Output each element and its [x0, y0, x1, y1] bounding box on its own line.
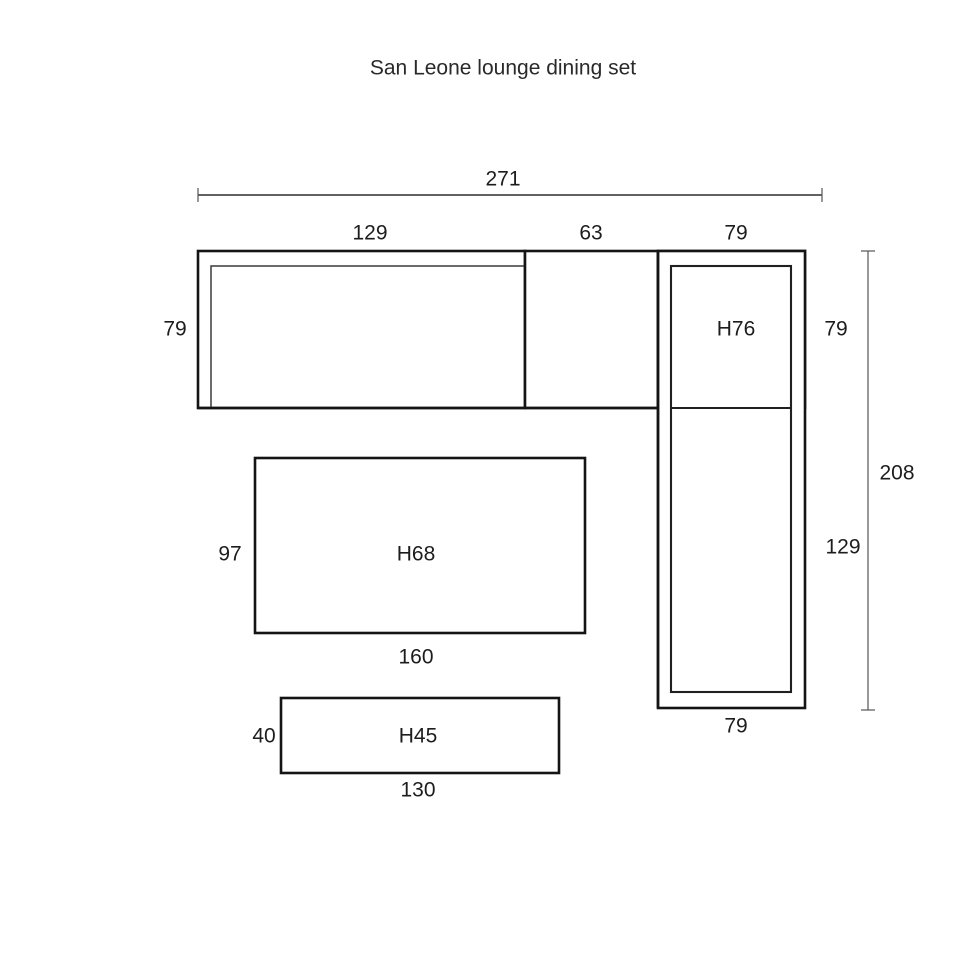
bench-fill [281, 698, 559, 773]
left-depth-dimension: 79 [163, 318, 186, 341]
page-title: San Leone lounge dining set [370, 57, 636, 80]
overall-width-label: 271 [485, 168, 520, 191]
corner-module-height-label: H76 [717, 318, 756, 341]
overall-width-dimension: 271 [197, 168, 823, 202]
right-leg-width-dimension: 79 [724, 715, 747, 738]
segment-label-corner: 79 [724, 222, 747, 245]
bench-height-label: H45 [399, 725, 438, 748]
dining-table: H68 97 160 [218, 456, 587, 669]
middle-sofa-module-fill [525, 251, 658, 408]
dining-table-height-label: H68 [397, 543, 436, 566]
dining-table-outline [253, 456, 587, 635]
bench: H45 40 130 [252, 696, 561, 802]
dining-table-depth-label: 97 [218, 543, 241, 566]
right-corner-depth-dimension: 79 [824, 318, 847, 341]
top-segment-dimensions: 129 63 79 [352, 222, 747, 245]
right-leg-length-dimension: 129 [825, 536, 860, 559]
right-sofa-run [656, 249, 807, 710]
right-corner-depth-label: 79 [824, 318, 847, 341]
right-leg-length-label: 129 [825, 536, 860, 559]
bench-width-label: 130 [400, 779, 435, 802]
segment-label-left-sofa: 129 [352, 222, 387, 245]
overall-depth-label: 208 [879, 462, 914, 485]
right-sofa-seat-inner [669, 264, 793, 694]
dining-table-width-label: 160 [398, 646, 433, 669]
segment-label-middle-sofa: 63 [579, 222, 602, 245]
dining-table-fill [255, 458, 585, 633]
left-sofa-module-fill [198, 251, 525, 408]
left-depth-label: 79 [163, 318, 186, 341]
right-leg-width-label: 79 [724, 715, 747, 738]
right-sofa-run-fill [658, 251, 805, 708]
bench-outline [279, 696, 561, 775]
overall-depth-dimension: 208 [861, 250, 915, 711]
bench-depth-label: 40 [252, 725, 275, 748]
